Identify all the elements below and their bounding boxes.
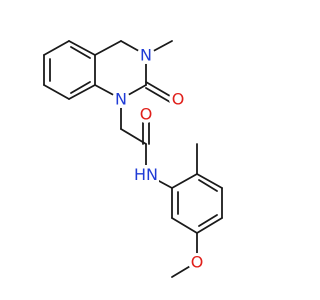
atom-n1: N [112,90,130,109]
bond-benzo-3 [43,84,70,100]
atom-o-amide: O [137,105,155,124]
bond-ch2-camide [120,128,147,145]
bond-benzo-double-b [70,81,91,94]
atom-n1-label: N [115,90,127,109]
atom-o-amide-label: O [140,105,153,124]
atom-o-lactam-label: O [172,90,185,109]
bond-c4-c4a [94,40,122,56]
bond-c2-o-b [145,87,171,103]
atom-n3-label: N [140,46,152,65]
bond-aryl-double-a [198,179,218,192]
atom-n3: N [137,46,155,65]
bond-layer [43,40,223,278]
bond-aryl-4 [196,217,223,234]
bond-benzo-1 [43,40,70,56]
bond-benzo-6 [68,40,96,56]
atom-nh-n-label: N [146,165,158,184]
bond-aryl-double-b [198,214,218,227]
bond-c2-o-a [145,81,171,97]
atom-layer: N N O O N H O [112,46,206,272]
atom-o-lactam: O [169,90,187,109]
atom-nh-h-label: H [134,165,146,184]
atom-o-ether: O [188,253,206,272]
atom-nh: N H [134,165,159,184]
bond-aryl-1 [171,173,198,189]
atom-o-ether-label: O [191,253,204,272]
bond-aryl-5 [171,217,198,234]
bond-aryl-2 [196,173,223,189]
bond-benzo-4 [68,84,96,100]
molecule-structure: N N O O N H O [43,40,223,278]
bond-benzo-double-c [70,46,91,59]
